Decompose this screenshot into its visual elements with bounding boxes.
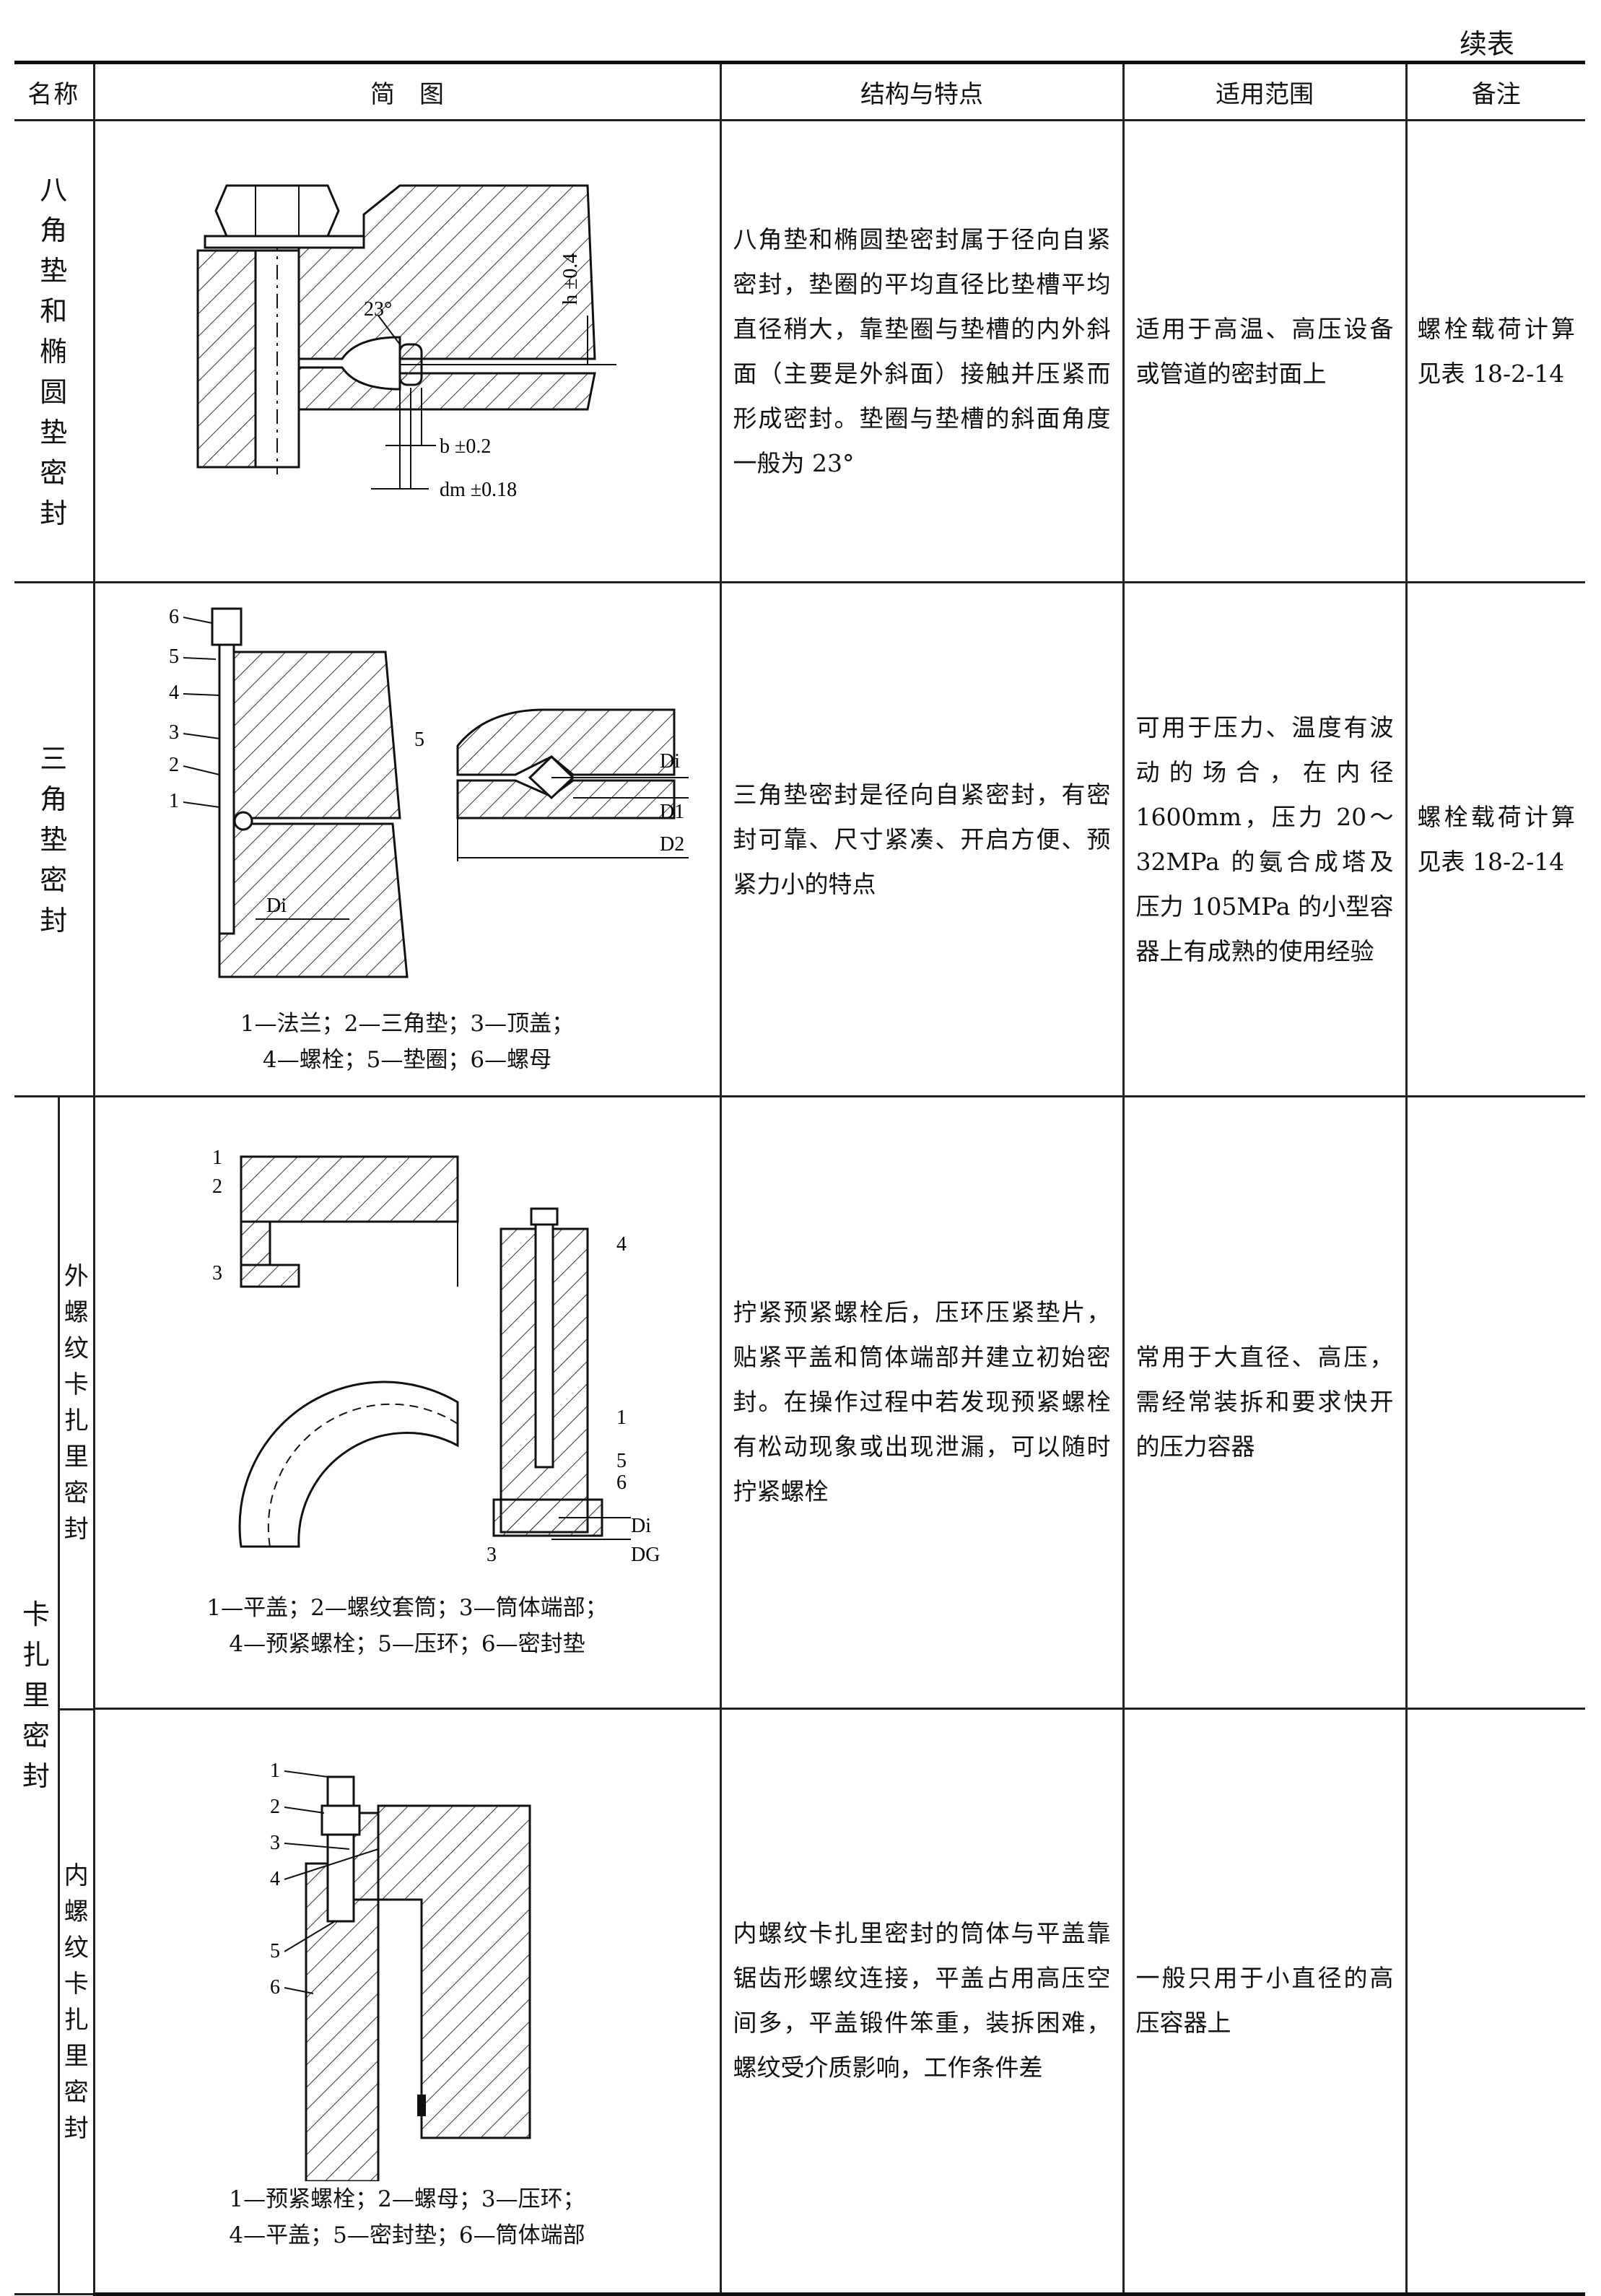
sealing-table: 名称 简 图 结构与特点 适用范围 备注 八角垫和椭圆垫密封	[14, 61, 1585, 2296]
internal-casale-diagram: 1 2 3 4 5 6	[270, 1760, 531, 2182]
label-Di-left: Di	[266, 895, 287, 917]
callout-3: 3	[212, 1262, 222, 1284]
caption-triangular-2: 4—螺栓；5—垫圈；6—螺母	[262, 1046, 552, 1073]
scope-internal: 一般只用于小直径的高压容器上	[1122, 1707, 1408, 2296]
external-casale-diagram: 1 2 3 4 1 5 6 3 Di DG	[212, 1147, 660, 1566]
label-5-dim: 5	[414, 729, 424, 751]
header-structure: 结构与特点	[719, 61, 1125, 121]
callout-4: 4	[616, 1233, 627, 1256]
callout-5: 5	[616, 1450, 627, 1472]
callout-4: 4	[270, 1868, 280, 1890]
row-name-octagonal: 八角垫和椭圆垫密封	[14, 119, 95, 583]
header-note: 备注	[1405, 61, 1585, 121]
label-D1: D1	[660, 801, 684, 823]
header-name: 名称	[14, 61, 95, 121]
label-D2: D2	[660, 833, 684, 856]
label-DG: DG	[631, 1544, 660, 1566]
note-triangular: 螺栓载荷计算见表 18-2-14	[1405, 581, 1585, 1097]
caption-external-2: 4—预紧螺栓；5—压环；6—密封垫	[229, 1631, 585, 1658]
scope-octagonal: 适用于高温、高压设备或管道的密封面上	[1122, 119, 1408, 583]
figure-triangular: Di 6 5 4 3 2 1	[92, 581, 722, 1097]
label-Di: Di	[631, 1515, 651, 1537]
structure-internal: 内螺纹卡扎里密封的筒体与平盖靠锯齿形螺纹连接，平盖占用高压空间多，平盖锻件笨重，…	[719, 1707, 1125, 2296]
callout-2: 2	[270, 1796, 280, 1818]
callout-3b: 3	[487, 1544, 497, 1566]
callout-3: 3	[169, 721, 179, 744]
scope-triangular: 可用于压力、温度有波动的场合，在内径 1600mm，压力 20～32MPa 的氨…	[1122, 581, 1408, 1097]
triangular-gasket-diagram: Di 6 5 4 3 2 1	[169, 606, 689, 978]
b-label: b ±0.2	[440, 435, 491, 458]
angle-label: 23°	[364, 298, 392, 321]
header-figure: 简 图	[92, 61, 722, 121]
octagonal-gasket-diagram: 23° h ±0.4 b ±0.2 dm ±0.18	[196, 184, 616, 501]
structure-triangular: 三角垫密封是径向自紧密封，有密封可靠、尺寸紧凑、开启方便、预紧力小的特点	[719, 581, 1125, 1097]
figure-octagonal: 23° h ±0.4 b ±0.2 dm ±0.18	[92, 119, 722, 583]
label-Di-right: Di	[660, 750, 680, 773]
figure-internal: 1 2 3 4 5 6 1—预紧螺栓；2—螺母；3—压环； 4—平盖；5—密封垫…	[94, 1707, 722, 2296]
header-scope: 适用范围	[1122, 61, 1408, 121]
table-row: 卡扎里密封 外螺纹卡扎里密封 内螺纹卡扎里密封	[14, 1095, 1585, 2295]
header-row: 名称 简 图 结构与特点 适用范围 备注	[14, 61, 1585, 121]
caption-external-1: 1—平盖；2—螺纹套筒；3—筒体端部；	[206, 1595, 608, 1622]
caption-triangular-1: 1—法兰；2—三角垫；3—顶盖；	[240, 1010, 575, 1037]
h-label: h ±0.4	[559, 253, 582, 304]
callout-6: 6	[270, 1976, 280, 1999]
callout-4: 4	[169, 682, 179, 704]
structure-external: 拧紧预紧螺栓后，压环压紧垫片，贴紧平盖和筒体端部并建立初始密封。在操作过程中若发…	[719, 1095, 1125, 1710]
scope-external: 常用于大直径、高压，需经常装拆和要求快开的压力容器	[1122, 1095, 1408, 1710]
row-name-triangular: 三角垫密封	[14, 581, 95, 1097]
callout-5: 5	[169, 645, 179, 668]
continuation-label: 续表	[1459, 28, 1514, 60]
table-row: 1 2 3 4 5 6 1—预紧螺栓；2—螺母；3—压环； 4—平盖；5—密封垫…	[14, 1707, 1585, 2296]
callout-1b: 1	[616, 1406, 627, 1429]
callout-2: 2	[212, 1175, 222, 1198]
callout-2: 2	[169, 754, 179, 776]
callout-1: 1	[212, 1147, 222, 1169]
table-row: 八角垫和椭圆垫密封	[14, 119, 1585, 583]
table-row: 三角垫密封 Di 6 5 4 3 2 1	[14, 581, 1585, 1097]
subname-internal: 内螺纹卡扎里密封	[64, 1861, 89, 2143]
callout-1: 1	[169, 790, 179, 812]
subname-external: 外螺纹卡扎里密封	[60, 1097, 93, 1710]
callout-3: 3	[270, 1832, 280, 1854]
note-external	[1405, 1095, 1585, 1710]
dm-label: dm ±0.18	[440, 479, 517, 501]
callout-1: 1	[270, 1760, 280, 1782]
structure-octagonal: 八角垫和椭圆垫密封属于径向自紧密封，垫圈的平均直径比垫槽平均直径稍大，靠垫圈与垫…	[719, 119, 1125, 583]
callout-6: 6	[169, 606, 179, 628]
note-internal	[1405, 1707, 1585, 2296]
caption-internal-2: 4—平盖；5—密封垫；6—筒体端部	[229, 2222, 585, 2249]
callout-6: 6	[616, 1471, 627, 1494]
group-casale: 卡扎里密封 外螺纹卡扎里密封 内螺纹卡扎里密封	[14, 1095, 95, 2295]
figure-external: 1 2 3 4 1 5 6 3 Di DG 1—平盖；2—螺纹套筒；3—筒体端部…	[92, 1095, 722, 1710]
callout-5: 5	[270, 1940, 280, 1962]
group-name: 卡扎里密封	[14, 1097, 60, 2293]
caption-internal-1: 1—预紧螺栓；2—螺母；3—压环；	[229, 2186, 585, 2213]
note-octagonal: 螺栓载荷计算见表 18-2-14	[1405, 119, 1585, 583]
